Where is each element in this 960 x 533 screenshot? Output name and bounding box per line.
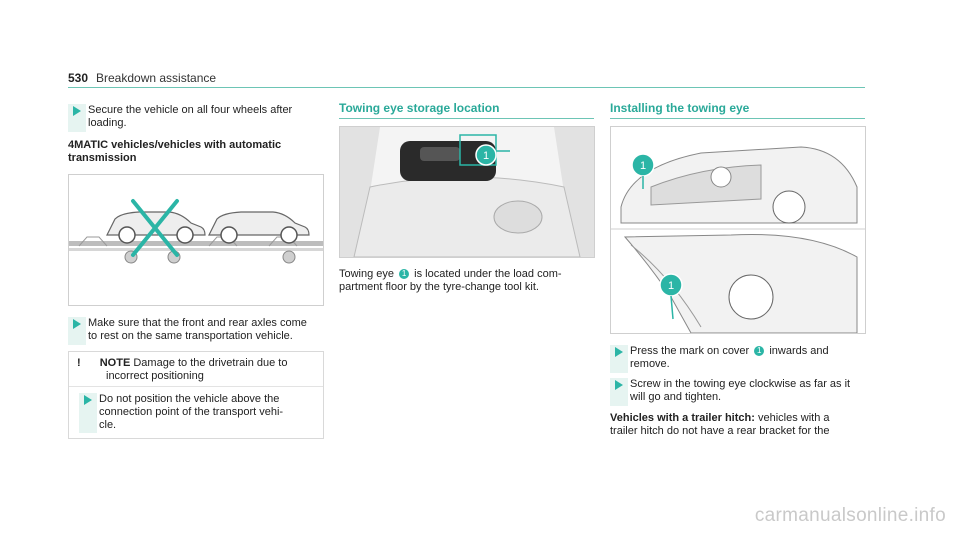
step-arrow-icon (68, 317, 86, 345)
step-text-line: Secure the vehicle on all four wheels af… (88, 104, 293, 116)
step-arrow-icon (610, 378, 628, 406)
note-box: ! NOTE Damage to the drivetrain due to i… (68, 351, 324, 439)
transporter-illustration (69, 199, 323, 264)
callout-badge-icon: 1 (399, 269, 410, 279)
towing-eye-storage-title: Towing eye storage location (339, 101, 500, 115)
page-number: 530 (68, 71, 89, 85)
installing-towing-eye-title: Installing the towing eye (610, 101, 750, 115)
section-title-header: Breakdown assistance (96, 71, 217, 85)
step-screw-in: Screw in the towing eye clockwise as far… (610, 378, 870, 406)
step-text-line: loading. (88, 117, 127, 129)
svg-text:1: 1 (640, 160, 646, 172)
step-arrow-icon (610, 345, 628, 373)
subheading-4matic: 4MATIC vehicles/vehicles with automatic … (68, 139, 282, 164)
header-divider (68, 87, 865, 88)
section-divider (610, 118, 865, 119)
note-step: Do not position the vehicle above the co… (79, 393, 319, 433)
storage-description: Towing eye 1 is located under the load c… (339, 268, 562, 293)
note-title: NOTE (99, 357, 131, 369)
step-secure-vehicle: Secure the vehicle on all four wheels af… (68, 104, 328, 132)
storage-illustration: 1 (340, 127, 594, 257)
callout-badge-icon: 1 (754, 346, 765, 356)
watermark-text: carmanualsonline.info (754, 505, 946, 526)
note-header: ! NOTE Damage to the drivetrain due to i… (77, 357, 317, 383)
step-axles: Make sure that the front and rear axles … (68, 317, 328, 345)
install-illustration: 1 1 (611, 127, 865, 333)
warning-icon: ! (77, 357, 81, 369)
step-arrow-icon (68, 104, 86, 132)
section-divider (339, 118, 594, 119)
note-divider (69, 386, 323, 387)
callout-number: 1 (483, 150, 489, 162)
figure-vehicles-on-transporter (68, 174, 324, 306)
prohibited-cross-icon (131, 199, 179, 257)
step-arrow-icon (79, 393, 97, 433)
figure-install-towing-eye: 1 1 (610, 126, 866, 334)
svg-text:1: 1 (668, 280, 674, 292)
note-text: Damage to the drivetrain due to (133, 357, 288, 369)
callout-marker-icon (475, 144, 497, 166)
figure-storage-location: 1 (339, 126, 595, 258)
trailer-hitch-paragraph: Vehicles with a trailer hitch: vehicles … (610, 412, 830, 437)
note-text-line2: incorrect positioning (106, 370, 204, 382)
step-press-mark: Press the mark on cover 1 inwards and re… (610, 345, 870, 373)
